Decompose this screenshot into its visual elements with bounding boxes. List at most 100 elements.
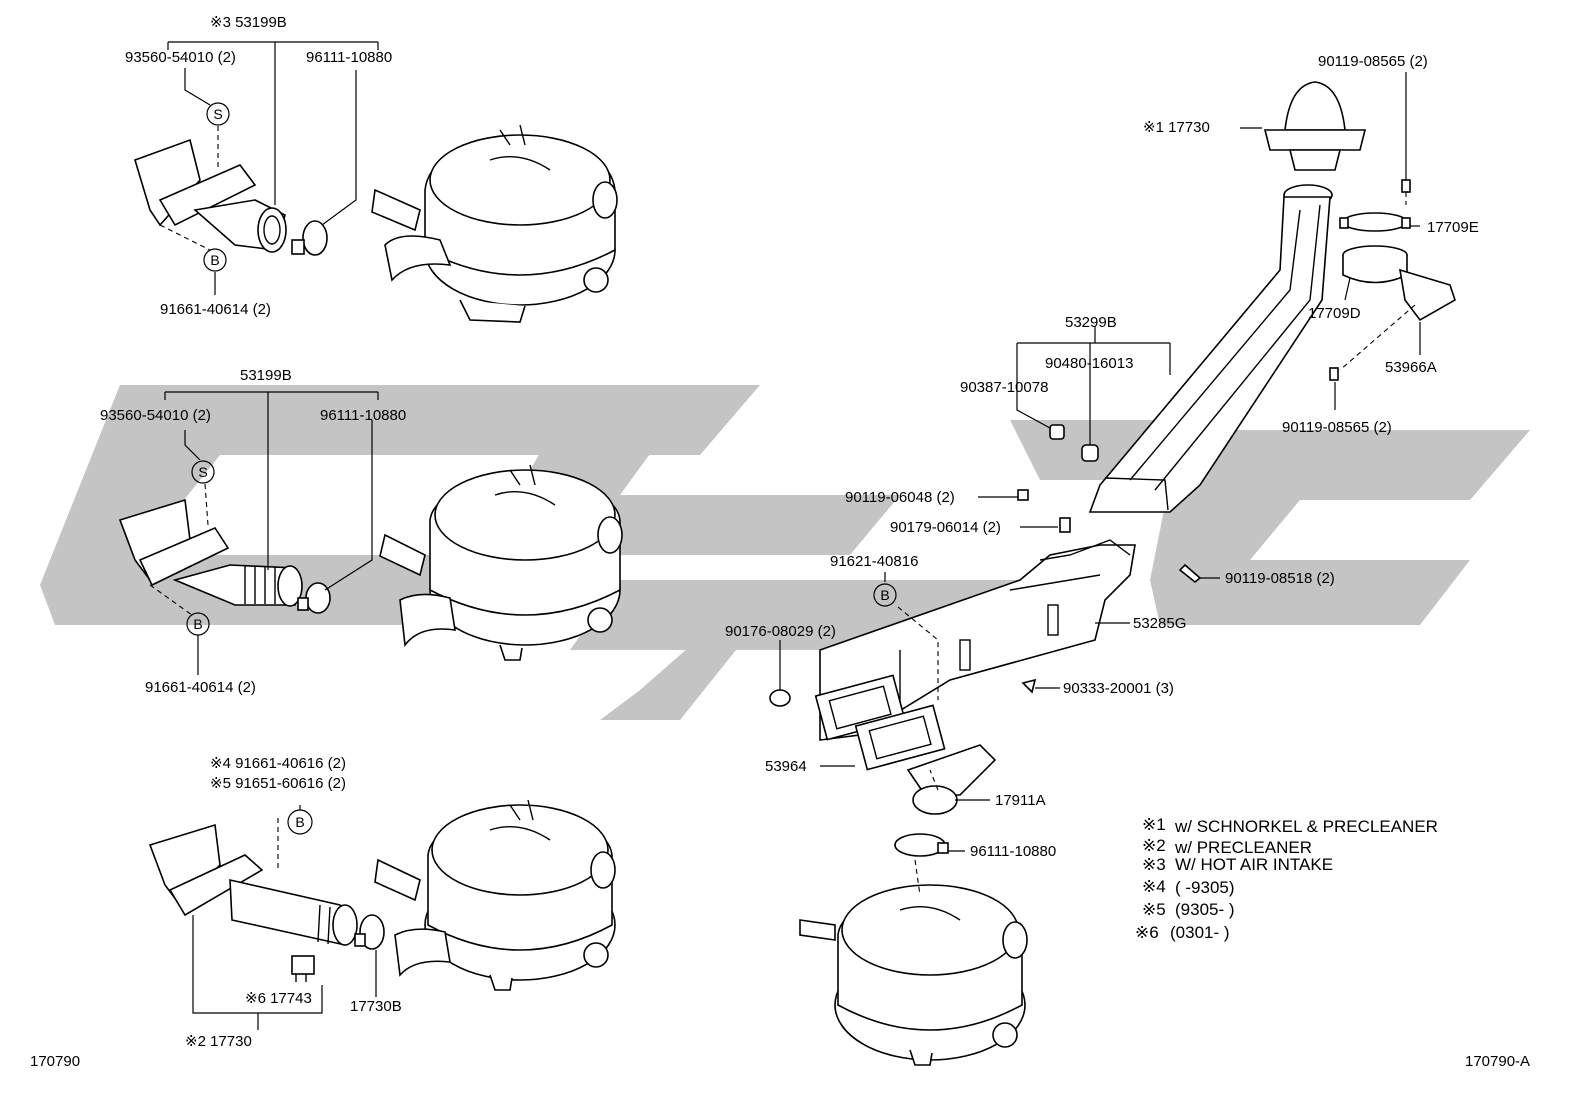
- label-bolt-mid: 90119-08565 (2): [1282, 419, 1392, 436]
- group-middle: S B 53199B 93560-54010 (2) 96111-10880 9…: [100, 367, 623, 696]
- mark-s-middle: [191, 460, 215, 484]
- label-snorkel-cap: ※1 17730: [1143, 119, 1210, 136]
- gasket-53964-part: [814, 674, 946, 771]
- leader-clamp-d: [1344, 277, 1351, 301]
- label-screw-a: 90119-06048 (2): [845, 489, 955, 506]
- clamp-96111-part: [894, 833, 949, 857]
- air-cleaner-housing-top: [371, 124, 618, 323]
- note-4-text: ( -9305): [1175, 878, 1235, 897]
- mark-b-middle: [186, 612, 210, 636]
- mark-b-bottom: [287, 809, 313, 835]
- note-1-text: w/ SCHNORKEL & PRECLEANER: [1174, 817, 1438, 836]
- dash-right-3: [897, 606, 939, 700]
- dash-top-b: [159, 224, 211, 251]
- leader-middle-clamp: [324, 420, 373, 591]
- bolt-top-part: [1401, 175, 1411, 193]
- note-4-mark: ※4: [1142, 877, 1166, 896]
- leader-middle-screw: [184, 430, 201, 461]
- group-bottom: B ※4 91661-40616 (2) ※5 91651-60616 (2) …: [148, 755, 616, 1050]
- group-right-snorkel: B ※1 17730 90119-08565 (2) 17709E 17709D…: [725, 53, 1479, 1066]
- clamp-bottom: [354, 914, 385, 950]
- clamp-top: [291, 220, 328, 256]
- label-top-bolt: 91661-40614 (2): [160, 301, 271, 318]
- label-middle-screw: 93560-54010 (2): [100, 407, 211, 424]
- air-cleaner-housing-right: [799, 884, 1028, 1066]
- mark-b-middle-label: B: [193, 616, 202, 632]
- label-grommet-b: 90387-10078: [960, 379, 1048, 396]
- label-middle-assembly: 53199B: [240, 367, 292, 384]
- bracket-snorkel: [1016, 342, 1171, 445]
- mark-s-top: [206, 102, 230, 126]
- note-2-text: w/ PRECLEANER: [1174, 838, 1312, 857]
- note-1-mark: ※1: [1142, 815, 1166, 834]
- note-2-mark: ※2: [1142, 836, 1166, 855]
- label-duct: 53285G: [1133, 615, 1186, 632]
- clamp-17709e-part: [1339, 212, 1411, 232]
- figure-id-right: 170790-A: [1465, 1053, 1530, 1070]
- label-bottom-resonator: ※6 17743: [245, 990, 312, 1007]
- label-nut: 90179-06014 (2): [890, 519, 1001, 536]
- mark-b-bottom-label: B: [295, 814, 304, 830]
- label-inlet: 17911A: [995, 792, 1046, 809]
- grommet-parts: [1017, 424, 1099, 533]
- label-top-clamp: 96111-10880: [306, 49, 392, 66]
- clip-90333-part: [1021, 678, 1037, 694]
- leader-top-screw: [184, 68, 211, 106]
- label-middle-clamp: 96111-10880: [320, 407, 406, 424]
- note-6-mark: ※6: [1135, 923, 1159, 942]
- clamp-middle: [297, 582, 331, 614]
- label-bracket: 53966A: [1385, 359, 1437, 376]
- dash-right-4: [914, 859, 921, 896]
- label-bottom-hose-b: 17730B: [350, 998, 402, 1015]
- label-bottom-hose: ※2 17730: [185, 1033, 252, 1050]
- label-bolt-c: 90119-08518 (2): [1225, 570, 1335, 587]
- watermark-stroke-6: [1150, 430, 1530, 625]
- note-5-mark: ※5: [1142, 900, 1166, 919]
- duct-53285g-part: [819, 539, 1136, 741]
- label-middle-bolt: 91661-40614 (2): [145, 679, 256, 696]
- notes-legend: ※1 w/ SCHNORKEL & PRECLEANER ※2 w/ PRECL…: [1135, 815, 1438, 942]
- bracket-middle: [164, 391, 379, 400]
- clamp-17709d-part: [1342, 245, 1456, 322]
- mark-b-right-label: B: [880, 587, 889, 603]
- label-snorkel-assy: 53299B: [1065, 314, 1117, 331]
- air-cleaner-housing-middle: [379, 464, 623, 661]
- mark-s-middle-label: S: [198, 464, 207, 480]
- mark-b-right: [873, 583, 897, 607]
- grommet-90176-part: [769, 689, 791, 707]
- label-bolt-b: 91621-40816: [830, 553, 918, 570]
- inlet-17911a-part: [906, 744, 997, 815]
- label-clamp-d: 17709D: [1308, 305, 1361, 322]
- bracket-top: [167, 41, 379, 50]
- label-top-screw: 93560-54010 (2): [125, 49, 236, 66]
- label-grommet-c: 90176-08029 (2): [725, 623, 836, 640]
- bolt-mid-part: [1329, 367, 1339, 381]
- label-clamp-e: 17709E: [1427, 219, 1479, 236]
- mark-b-top: [203, 248, 227, 272]
- dash-right-5: [929, 769, 939, 791]
- intake-hose-top: [134, 138, 287, 253]
- intake-hose-middle: [118, 498, 303, 607]
- label-bottom-bolt-b: ※5 91651-60616 (2): [210, 775, 346, 792]
- group-top-hot-air: S B ※3 53199B 93560-54010 (2) 96111-1088…: [125, 14, 618, 323]
- leader-top-clamp: [321, 70, 357, 226]
- dash-right-2: [1339, 304, 1416, 371]
- label-bottom-bolt-a: ※4 91661-40616 (2): [210, 755, 346, 772]
- label-clamp-right: 96111-10880: [970, 843, 1056, 860]
- note-3-mark: ※3: [1142, 855, 1166, 874]
- figure-id-left: 170790: [30, 1053, 80, 1070]
- label-top-assembly: ※3 53199B: [210, 14, 287, 31]
- dash-middle-s: [204, 483, 209, 526]
- snorkel-cap-part: [1263, 81, 1367, 171]
- air-cleaner-housing-bottom: [374, 799, 616, 991]
- note-3-text: W/ HOT AIR INTAKE: [1175, 855, 1333, 874]
- note-5-text: (9305- ): [1175, 900, 1235, 919]
- bolt-90119-08518-part: [1178, 563, 1202, 584]
- note-6-text: (0301- ): [1170, 923, 1230, 942]
- label-grommet-a: 90480-16013: [1045, 355, 1133, 372]
- mark-s-top-label: S: [213, 106, 222, 122]
- label-gasket: 53964: [765, 758, 807, 775]
- resonator-part: [291, 955, 315, 982]
